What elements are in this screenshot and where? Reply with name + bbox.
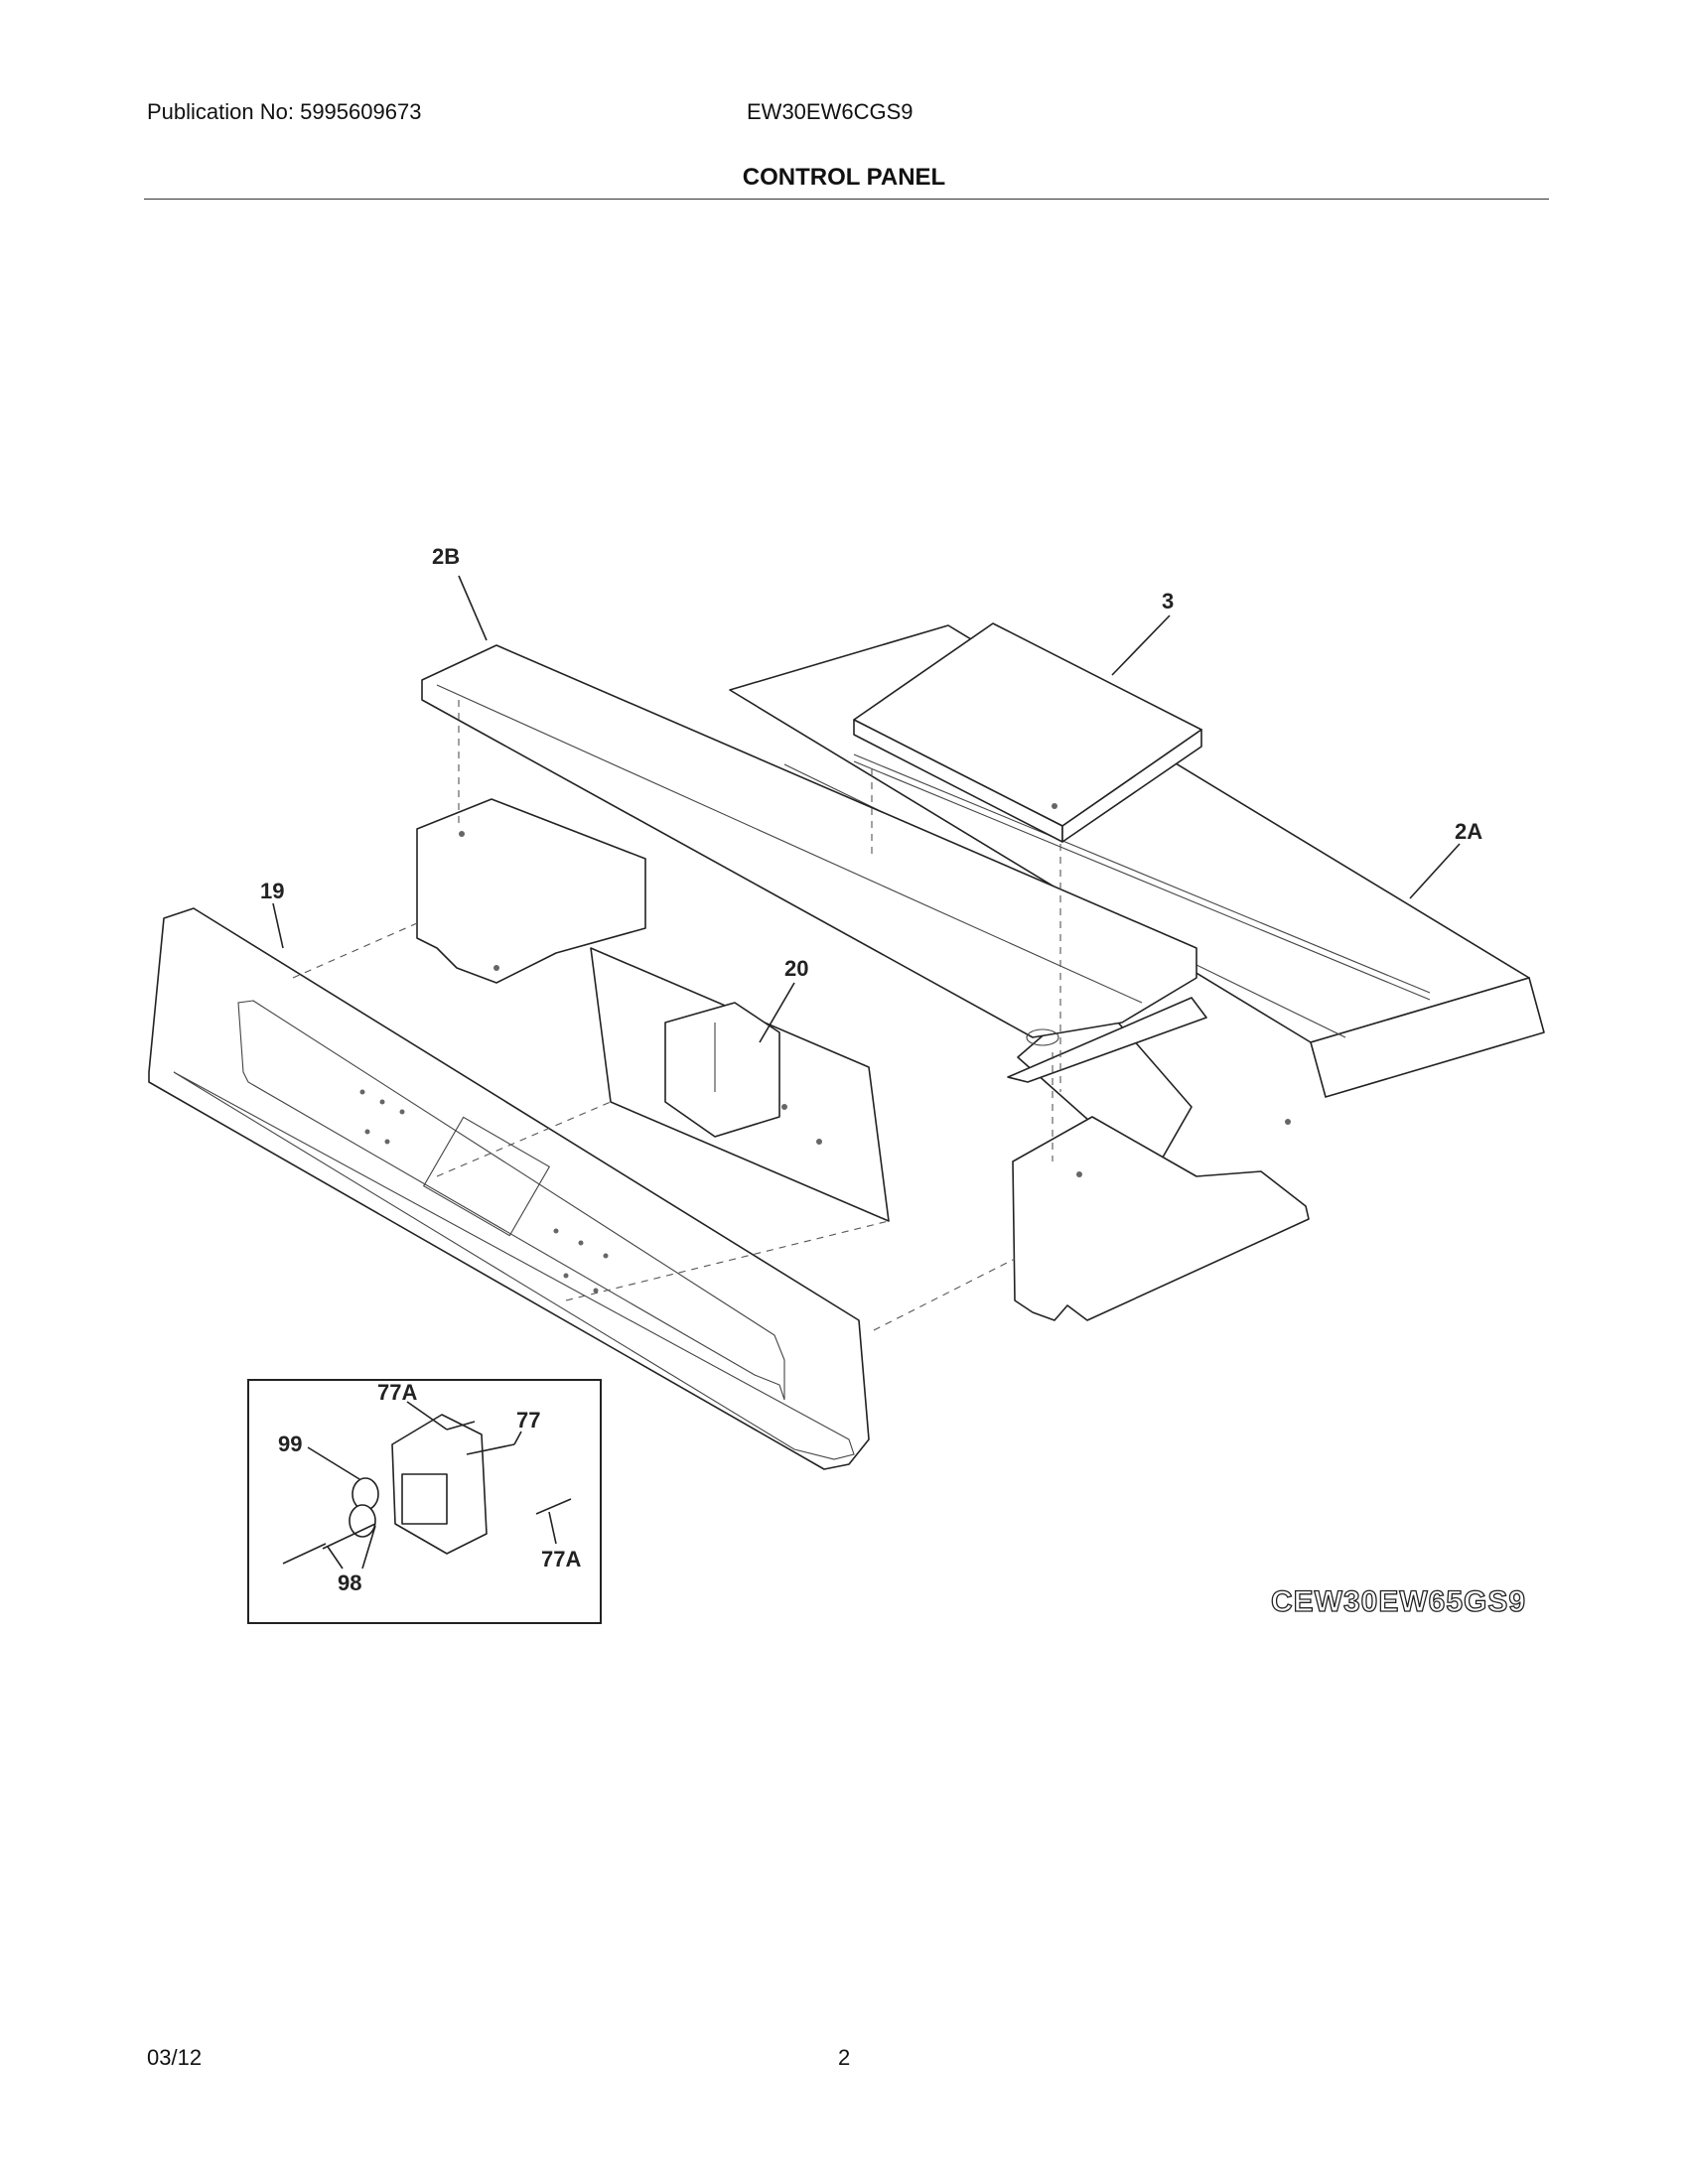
inset-screw-77a-bottom: [535, 1498, 572, 1515]
inset-screw-98-left: [282, 1543, 327, 1565]
part-2b-top-panel: [416, 644, 1207, 1083]
inset-transformer: [401, 1473, 448, 1525]
inset-detail: 77A 77 99 77A 98: [247, 1379, 602, 1624]
callout-20: 20: [784, 956, 808, 981]
part-19-front-panel: [148, 907, 870, 1470]
callout-leaders: [272, 575, 1461, 1043]
footer-date: 03/12: [147, 2045, 203, 2070]
publication-number: Publication No: 5995609673: [147, 99, 422, 124]
section-title: CONTROL PANEL: [742, 164, 946, 191]
callout-77a-bottom: 77A: [541, 1547, 581, 1571]
callout-77a-top: 77A: [377, 1380, 417, 1405]
inset-screw-77a-top: [446, 1421, 476, 1431]
variant-model-label: CEW30EW65GS9: [1270, 1584, 1527, 1618]
part-20-control-board: [590, 947, 890, 1222]
callout-77: 77: [516, 1408, 540, 1433]
inset-part-77: [466, 1443, 515, 1455]
callout-3: 3: [1162, 589, 1174, 614]
header-divider: [144, 199, 1549, 200]
callout-99: 99: [278, 1432, 302, 1456]
callout-2a: 2A: [1455, 819, 1482, 844]
inset-screw-98-right: [322, 1523, 376, 1550]
part-3-board-cover: [853, 622, 1202, 843]
callout-19: 19: [260, 879, 284, 903]
page-number: 2: [838, 2045, 851, 2070]
callout-98: 98: [338, 1570, 361, 1595]
inset-capacitor-lower: [349, 1504, 376, 1538]
callout-2b: 2B: [432, 544, 460, 569]
assembly-guide-lines: [292, 700, 1061, 1331]
model-number: EW30EW6CGS9: [747, 99, 914, 124]
